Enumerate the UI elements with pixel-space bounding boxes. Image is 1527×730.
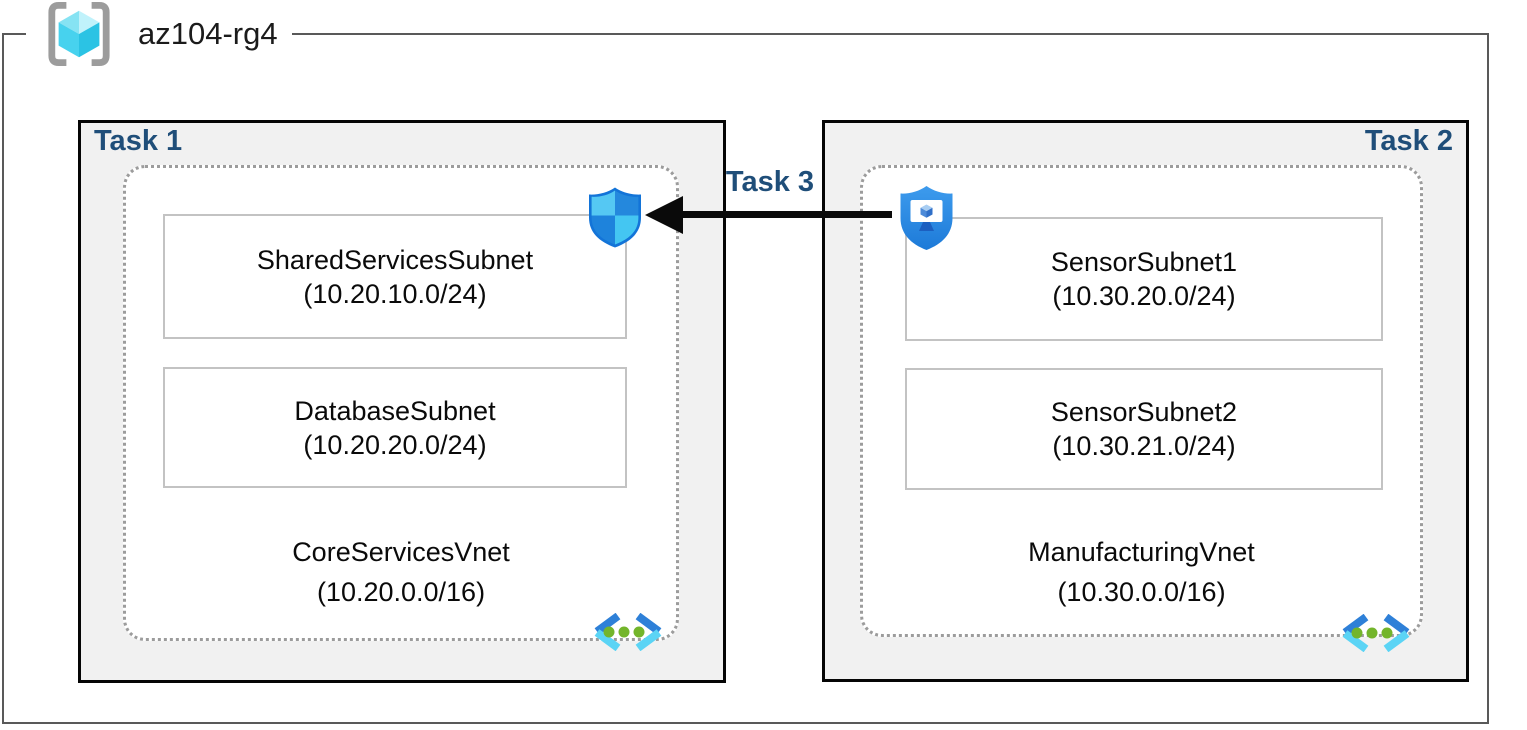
task3-arrow-line xyxy=(662,211,892,218)
resource-group-border xyxy=(2,33,1489,724)
sensor-subnet1-box: SensorSubnet1 (10.30.20.0/24) xyxy=(905,217,1383,341)
resource-group-name: az104-rg4 xyxy=(138,16,278,51)
subnet-cidr: (10.20.10.0/24) xyxy=(303,278,487,309)
subnet-name: DatabaseSubnet xyxy=(294,395,496,426)
database-subnet-box: DatabaseSubnet (10.20.20.0/24) xyxy=(163,367,627,488)
task3-label: Task 3 xyxy=(725,166,815,198)
subnet-cidr: (10.30.21.0/24) xyxy=(1052,431,1236,461)
subnet-cidr: (10.30.20.0/24) xyxy=(1052,281,1236,311)
shield-with-monitor-icon xyxy=(900,186,953,250)
sensor-subnet2-box: SensorSubnet2 (10.30.21.0/24) xyxy=(905,368,1383,490)
task3-arrow-head xyxy=(645,196,683,234)
subnet-cidr: (10.20.20.0/24) xyxy=(303,429,487,460)
task1-label: Task 1 xyxy=(94,125,183,157)
core-services-vnet-label: CoreServicesVnet (10.20.0.0/16) xyxy=(123,532,679,612)
virtual-network-icon xyxy=(1342,614,1410,652)
network-security-group-shield-icon xyxy=(589,187,641,248)
vnet-cidr: (10.30.0.0/16) xyxy=(1057,577,1226,607)
vnet-name: CoreServicesVnet xyxy=(292,537,510,567)
resource-group-icon xyxy=(48,1,110,67)
virtual-network-icon xyxy=(594,613,662,651)
subnet-name: SharedServicesSubnet xyxy=(256,244,534,275)
vnet-name: ManufacturingVnet xyxy=(1028,537,1255,567)
vnet-cidr: (10.20.0.0/16) xyxy=(316,577,486,607)
subnet-name: SensorSubnet1 xyxy=(1050,247,1238,277)
shared-services-subnet-box: SharedServicesSubnet (10.20.10.0/24) xyxy=(163,214,627,339)
subnet-name: SensorSubnet2 xyxy=(1050,397,1238,427)
resource-group-legend: az104-rg4 xyxy=(26,0,292,68)
task2-label: Task 2 xyxy=(1364,125,1453,157)
manufacturing-vnet-label: ManufacturingVnet (10.30.0.0/16) xyxy=(860,532,1423,612)
